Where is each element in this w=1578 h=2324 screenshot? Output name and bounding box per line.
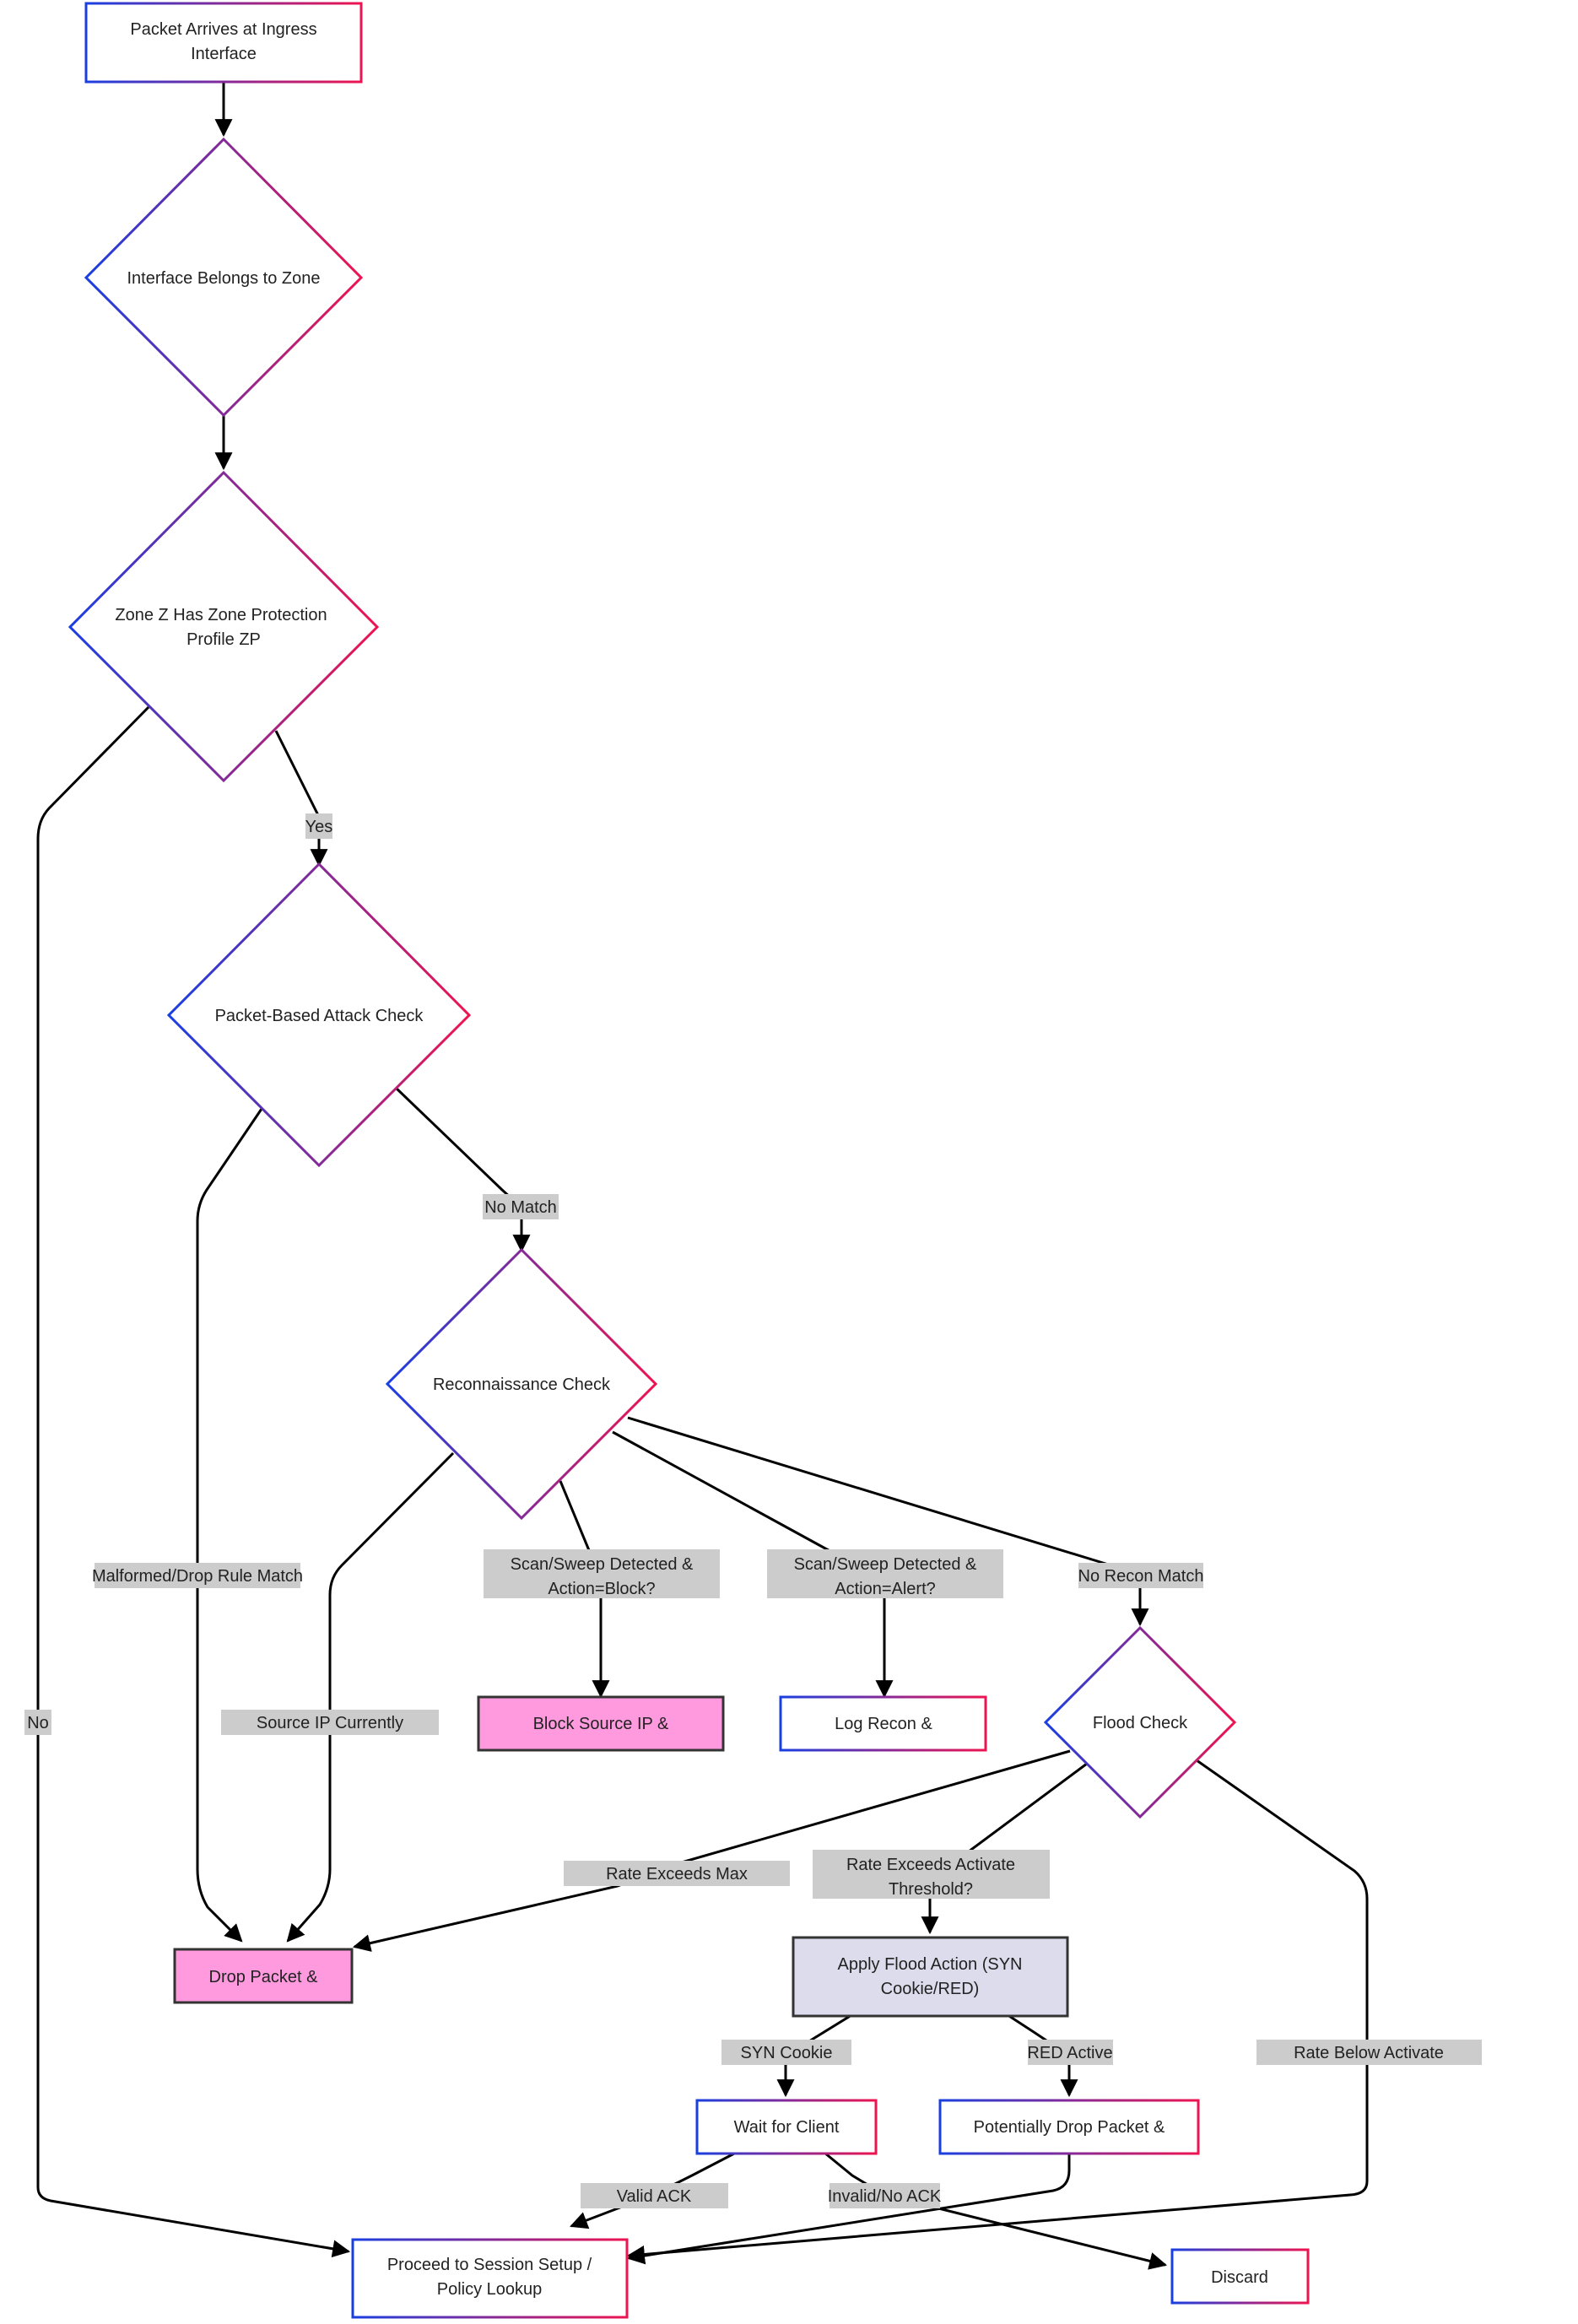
edge-label-red-active: RED Active [1027, 2040, 1113, 2065]
edge-label-scan-block-text: Scan/Sweep Detected &Action=Block? [511, 1555, 694, 1598]
edge-label-scan-block: Scan/Sweep Detected &Action=Block? [484, 1549, 720, 1598]
node-flood-check-label: Flood Check [1093, 1714, 1188, 1732]
edge-labels: Yes No No Match Malformed/Drop Rule Matc… [24, 813, 1482, 2208]
node-wait-client-label: Wait for Client [734, 2118, 840, 2137]
edge-zone-no-to-session [36, 705, 351, 2258]
node-interface-zone[interactable]: Interface Belongs to Zone [84, 137, 364, 418]
edge-attack-nomatch-to-recon [395, 1087, 531, 1253]
edge-label-no: No [24, 1710, 51, 1735]
edge-label-red-active-text: RED Active [1027, 2044, 1112, 2062]
edge-label-syn-cookie-text: SYN Cookie [741, 2044, 833, 2062]
node-recon-check-label: Reconnaissance Check [433, 1375, 611, 1394]
node-potentially-drop[interactable]: Potentially Drop Packet & [938, 2099, 1200, 2155]
node-discard[interactable]: Discard [1170, 2248, 1310, 2305]
node-interface-zone-label: Interface Belongs to Zone [127, 269, 320, 288]
node-session-setup-label: Proceed to Session Setup /Policy Lookup [387, 2256, 592, 2299]
edge-label-no-match: No Match [483, 1194, 559, 1219]
node-log-recon[interactable]: Log Recon & [779, 1695, 987, 1752]
edge-label-invalid-ack: Invalid/No ACK [828, 2183, 942, 2208]
edge-label-no-text: No [27, 1714, 49, 1732]
edge-label-yes: Yes [305, 813, 333, 839]
node-discard-label: Discard [1211, 2268, 1268, 2287]
node-block-source[interactable]: Block Source IP & [477, 1695, 725, 1752]
edge-label-source-ip-text: Source IP Currently [257, 1714, 403, 1732]
edge-flood-max-to-drop [352, 1749, 1071, 1952]
node-log-recon-label: Log Recon & [835, 1715, 932, 1733]
edge-label-valid-ack-text: Valid ACK [617, 2187, 692, 2206]
edge-attack-malformed-to-drop [196, 1108, 263, 1943]
node-potentially-drop-label: Potentially Drop Packet & [974, 2118, 1165, 2137]
node-drop-packet[interactable]: Drop Packet & [173, 1948, 354, 2004]
edge-label-malformed-text: Malformed/Drop Rule Match [92, 1567, 303, 1586]
node-session-setup[interactable]: Proceed to Session Setup /Policy Lookup [351, 2238, 629, 2319]
edge-label-valid-ack: Valid ACK [581, 2183, 728, 2208]
edge-label-rate-max-text: Rate Exceeds Max [606, 1865, 748, 1884]
edge-label-source-ip: Source IP Currently [221, 1710, 439, 1735]
edge-zone-yes-to-attack [274, 730, 328, 867]
edge-flood-activate-to-apply [921, 1762, 1088, 1935]
edges [36, 83, 1369, 2270]
edge-label-no-recon: No Recon Match [1078, 1563, 1204, 1588]
node-packet-attack-check-label: Packet-Based Attack Check [215, 1007, 424, 1025]
edge-label-malformed: Malformed/Drop Rule Match [92, 1563, 303, 1588]
edge-label-rate-max: Rate Exceeds Max [564, 1861, 790, 1886]
node-packet-attack-check[interactable]: Packet-Based Attack Check [166, 862, 472, 1168]
edge-label-rate-below: Rate Below Activate [1256, 2040, 1482, 2065]
edge-label-invalid-ack-text: Invalid/No ACK [828, 2187, 942, 2206]
node-block-source-label: Block Source IP & [533, 1715, 669, 1733]
edge-label-yes-text: Yes [305, 818, 333, 836]
edge-label-scan-alert-text: Scan/Sweep Detected &Action=Alert? [794, 1555, 977, 1598]
edge-recon-source-to-drop [286, 1451, 455, 1943]
edge-label-rate-below-text: Rate Below Activate [1294, 2044, 1444, 2062]
node-flood-check[interactable]: Flood Check [1043, 1625, 1237, 1819]
node-recon-check[interactable]: Reconnaissance Check [385, 1247, 658, 1521]
edge-label-scan-alert: Scan/Sweep Detected &Action=Alert? [767, 1549, 1003, 1598]
edge-potential-to-session [626, 2153, 1071, 2265]
edge-wait-invalid-to-discard [824, 2151, 1168, 2270]
node-drop-packet-label: Drop Packet & [209, 1968, 319, 1986]
node-wait-client[interactable]: Wait for Client [695, 2099, 878, 2155]
edge-label-syn-cookie: SYN Cookie [721, 2040, 851, 2065]
edge-label-no-match-text: No Match [484, 1198, 557, 1217]
edge-label-no-recon-text: No Recon Match [1078, 1567, 1204, 1586]
